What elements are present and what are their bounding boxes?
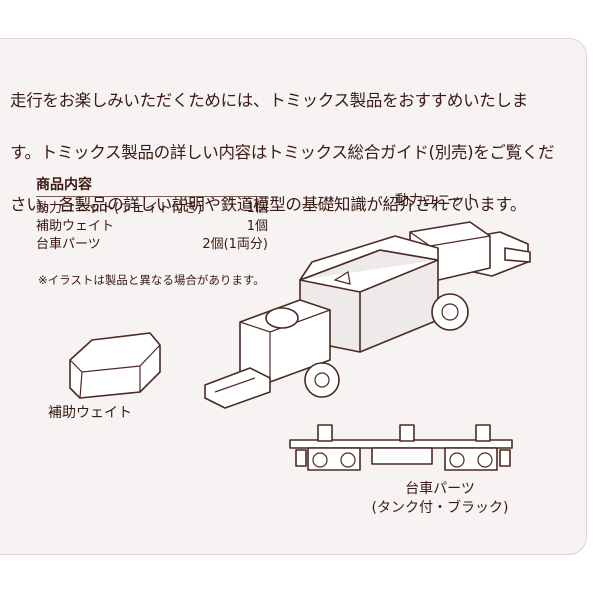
bogie-label-line1: 台車パーツ: [405, 481, 475, 497]
contents-item: 動力ユニット(ウェイト付き) 1個: [36, 200, 268, 218]
power-unit-label: 動力ユニット: [395, 193, 479, 209]
intro-line: す。トミックス製品の詳しい内容はトミックス総合ガイド(別売)をご覧くだ: [10, 143, 555, 162]
bogie-label-line2: (タンク付・ブラック): [371, 500, 509, 516]
intro-line: 走行をお楽しみいただくためには、トミックス製品をおすすめいたしま: [10, 91, 528, 110]
intro-paragraph: 走行をお楽しみいただくためには、トミックス製品をおすすめいたしま す。トミックス…: [10, 62, 585, 244]
contents-item-name: 動力ユニット(ウェイト付き): [36, 201, 203, 216]
intro-line: さい。各製品の詳しい説明や鉄道模型の基礎知識が紹介されています。: [10, 195, 527, 214]
contents-item-name: 補助ウェイト: [36, 219, 115, 234]
aux-weight-label: 補助ウェイト: [48, 405, 132, 421]
product-contents-list: 商品内容 動力ユニット(ウェイト付き) 1個 補助ウェイト 1個 台車パーツ 2…: [36, 176, 268, 254]
contents-item-qty: 1個: [246, 201, 268, 216]
contents-item: 台車パーツ 2個(1両分): [36, 236, 268, 254]
illustration-note: ※イラストは製品と異なる場合があります。: [38, 273, 265, 287]
contents-title: 商品内容: [36, 176, 268, 197]
contents-item-qty: 2個(1両分): [202, 237, 268, 252]
contents-item-name: 台車パーツ: [36, 237, 101, 252]
contents-item-qty: 1個: [246, 219, 268, 234]
bogie-label: 台車パーツ (タンク付・ブラック): [340, 480, 540, 518]
contents-item: 補助ウェイト 1個: [36, 218, 268, 236]
